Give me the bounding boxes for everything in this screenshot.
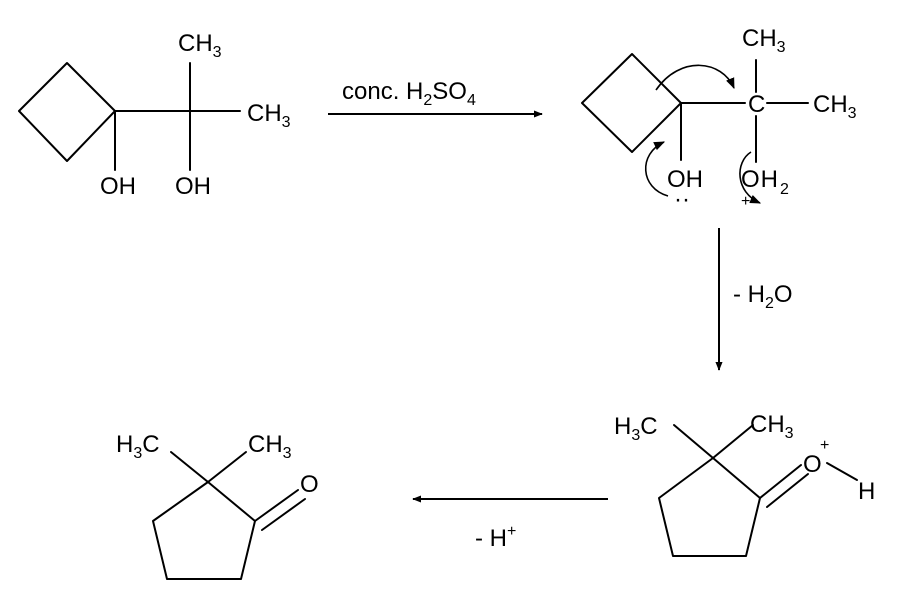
hydroxyl-label-right: OH bbox=[175, 173, 211, 200]
reagent-label: conc. H2SO4 bbox=[342, 78, 476, 109]
bond-quaternary-to-methyl-left bbox=[673, 424, 714, 459]
hydrogen-label: H bbox=[858, 478, 875, 505]
bond-oxygen-to-hydrogen bbox=[826, 462, 858, 481]
starting-diol: CH3 CH3 OH OH bbox=[18, 30, 291, 200]
protonated-intermediate: C CH3 CH3 OH ·· OH3 2 + bbox=[581, 25, 857, 213]
lone-pair-dots: ·· bbox=[674, 186, 690, 213]
curved-arrow-lone-pair bbox=[644, 141, 669, 197]
carbonyl-double-bond-a bbox=[759, 464, 802, 499]
carbonyl-double-bond-b bbox=[766, 473, 809, 508]
oxygen-label: O bbox=[803, 451, 822, 478]
methyl-label-right: CH3 bbox=[750, 411, 794, 442]
final-ketone: H3C CH3 O bbox=[116, 431, 319, 580]
reaction-arrow-deprotonation: - H+ bbox=[412, 495, 608, 552]
methyl-label-right: CH3 bbox=[813, 91, 857, 122]
oxonium-charge: + bbox=[741, 193, 750, 210]
oxygen-label: O bbox=[300, 471, 319, 498]
cyclobutane-ring bbox=[18, 62, 116, 162]
methyl-label-top: CH3 bbox=[178, 30, 222, 61]
bond-quaternary-to-methyl-right bbox=[207, 451, 247, 483]
cyclopentane-ring bbox=[658, 457, 761, 557]
curved-arrow-bond-migration bbox=[655, 64, 735, 91]
reaction-arrow-acid: conc. H2SO4 bbox=[328, 78, 543, 118]
curved-arrow-leaving-water bbox=[739, 151, 762, 204]
methyl-label-left: H3C bbox=[614, 413, 658, 444]
hydroxyl-label: OH bbox=[667, 166, 703, 193]
protonated-ketone: H3C CH3 O + H bbox=[614, 411, 875, 557]
oxonium-subscript: 2 bbox=[780, 181, 789, 198]
cyclobutane-ring bbox=[581, 53, 682, 153]
cyclopentane-ring bbox=[152, 481, 256, 580]
reaction-arrow-dehydration: - H2O bbox=[715, 228, 793, 371]
carbonyl-double-bond-a bbox=[254, 489, 299, 522]
hydroxyl-label-left: OH bbox=[100, 173, 136, 200]
loss-of-proton-label: - H+ bbox=[475, 523, 516, 552]
bond-quaternary-to-methyl-right bbox=[712, 424, 754, 459]
methyl-label-left: H3C bbox=[116, 431, 160, 462]
methyl-label-right: CH3 bbox=[247, 100, 291, 131]
central-carbon-label: C bbox=[748, 91, 765, 118]
methyl-label-top: CH3 bbox=[742, 25, 786, 56]
bond-quaternary-to-methyl-left bbox=[170, 451, 209, 483]
oxonium-charge: + bbox=[820, 437, 829, 454]
carbonyl-double-bond-b bbox=[261, 498, 306, 531]
oxonium-label: OH3 bbox=[741, 166, 778, 193]
loss-of-water-label: - H2O bbox=[733, 281, 793, 312]
methyl-label-right: CH3 bbox=[248, 431, 292, 462]
